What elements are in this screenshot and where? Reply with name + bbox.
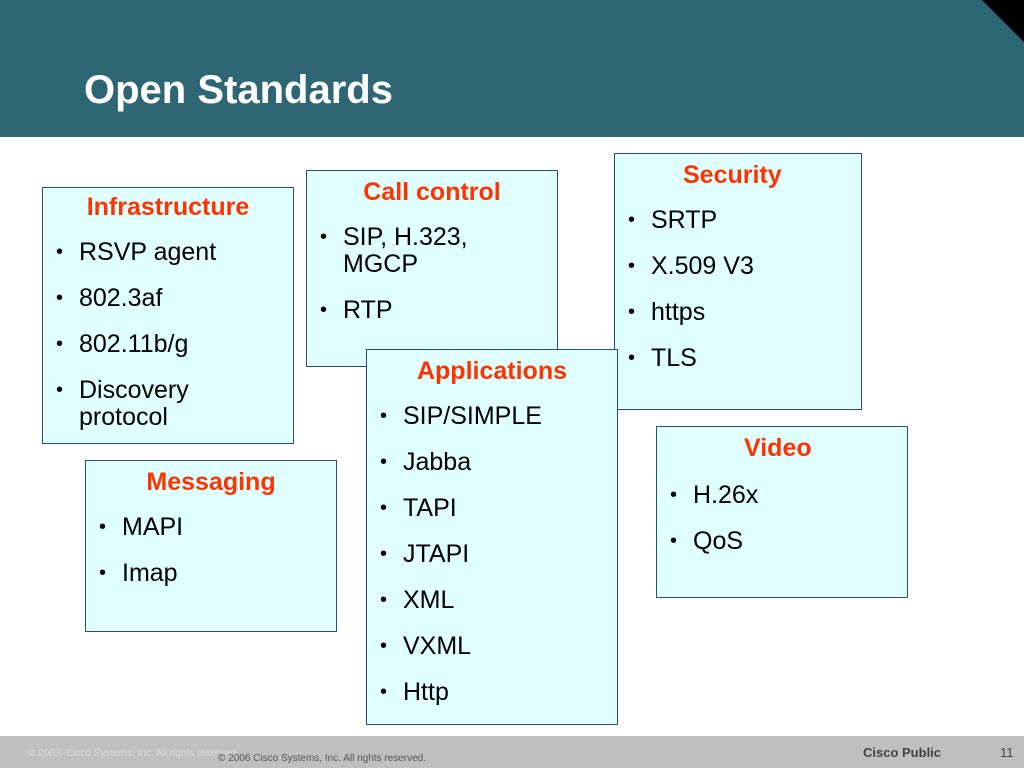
box-call-control: Call control SIP, H.323, MGCP RTP — [306, 170, 558, 367]
list-item: 802.11b/g — [43, 331, 293, 359]
slide-title: Open Standards — [84, 68, 393, 112]
box-title-infrastructure: Infrastructure — [86, 193, 250, 221]
list-call-control: SIP, H.323, MGCP RTP — [307, 224, 557, 325]
list-video: H.26x QoS — [657, 482, 907, 556]
list-item: 802.3af — [43, 285, 293, 313]
slide-footer — [0, 736, 1024, 768]
list-item: QoS — [657, 528, 907, 556]
footer-ghost-copyright: © 2003, Cisco Systems, Inc. All rights r… — [28, 748, 239, 759]
list-item: MAPI — [86, 514, 336, 542]
list-item: VXML — [367, 633, 617, 661]
list-item: XML — [367, 587, 617, 615]
page-number: 11 — [1000, 745, 1014, 760]
list-item: Discovery protocol — [43, 377, 209, 431]
box-title-call-control: Call control — [363, 178, 501, 206]
list-messaging: MAPI Imap — [86, 514, 336, 588]
list-applications: SIP/SIMPLE Jabba TAPI JTAPI XML VXML Htt… — [367, 403, 617, 707]
list-item: SIP/SIMPLE — [367, 403, 617, 431]
list-infrastructure: RSVP agent 802.3af 802.11b/g Discovery p… — [43, 239, 293, 431]
box-title-video: Video — [744, 434, 812, 462]
box-security: Security SRTP X.509 V3 https TLS — [614, 153, 862, 410]
box-title-messaging: Messaging — [146, 468, 276, 496]
list-item: TLS — [615, 345, 861, 373]
list-item: TAPI — [367, 495, 617, 523]
box-title-security: Security — [683, 161, 782, 189]
box-video: Video H.26x QoS — [656, 426, 908, 598]
list-item: JTAPI — [367, 541, 617, 569]
list-item: RTP — [307, 297, 557, 325]
box-messaging: Messaging MAPI Imap — [85, 460, 337, 632]
list-item: SIP, H.323, MGCP — [307, 224, 503, 278]
slide-header — [0, 0, 1024, 137]
list-item: https — [615, 299, 861, 327]
box-infrastructure: Infrastructure RSVP agent 802.3af 802.11… — [42, 187, 294, 444]
list-item: Jabba — [367, 449, 617, 477]
footer-copyright: © 2006 Cisco Systems, Inc. All rights re… — [218, 753, 427, 764]
list-item: X.509 V3 — [615, 253, 861, 281]
list-item: RSVP agent — [43, 239, 293, 267]
corner-triangle — [982, 0, 1024, 42]
box-applications: Applications SIP/SIMPLE Jabba TAPI JTAPI… — [366, 349, 618, 725]
list-item: H.26x — [657, 482, 907, 510]
list-item: Http — [367, 679, 617, 707]
list-security: SRTP X.509 V3 https TLS — [615, 207, 861, 373]
footer-classification: Cisco Public — [863, 745, 942, 760]
list-item: SRTP — [615, 207, 861, 235]
box-title-applications: Applications — [416, 357, 567, 385]
list-item: Imap — [86, 560, 336, 588]
